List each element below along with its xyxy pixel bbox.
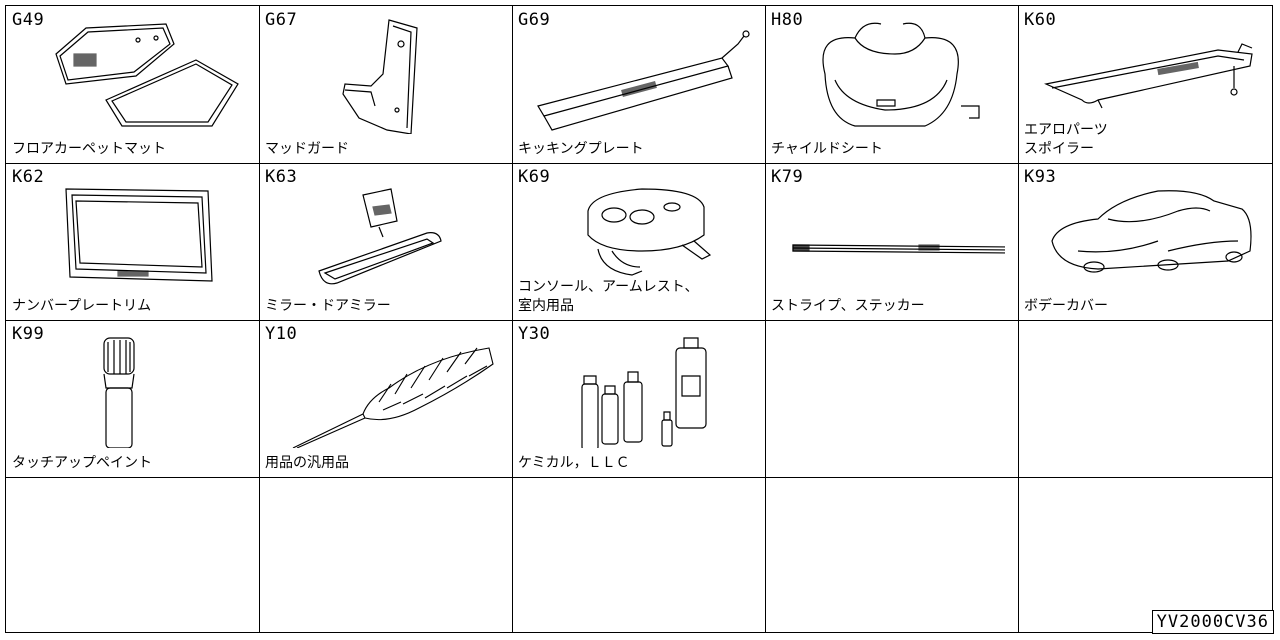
category-code: K63 <box>265 167 298 187</box>
kicking-plate-icon <box>532 14 752 134</box>
category-cell-g49[interactable]: G49 フロアカーペットマット <box>6 6 259 163</box>
body-cover-icon <box>1038 171 1258 291</box>
category-label: キッキングプレート <box>518 141 644 157</box>
category-label: ケミカル，ＬＬＣ <box>518 455 630 471</box>
category-code: Y10 <box>265 324 298 344</box>
category-label: ミラー・ドアミラー <box>265 298 391 314</box>
category-code: K79 <box>771 167 804 187</box>
grid-divider <box>512 6 513 632</box>
grid-divider <box>6 163 1272 164</box>
category-label: コンソール、アームレスト、 室内用品 <box>518 279 699 314</box>
category-cell-k60[interactable]: K60 エアロパーツ スポイラー <box>1018 6 1271 163</box>
console-icon <box>532 171 752 291</box>
category-code: H80 <box>771 10 804 30</box>
category-cell-k63[interactable]: K63 ミラー・ドアミラー <box>259 163 512 320</box>
child-seat-icon <box>785 14 1005 134</box>
parts-catalog-grid: G49 フロアカーペットマット G67 マッドガード <box>5 5 1273 633</box>
category-cell-k79[interactable]: K79 ストライプ、ステッカー <box>765 163 1018 320</box>
category-label: ストライプ、ステッカー <box>771 298 925 314</box>
category-cell-y10[interactable]: Y10 用品の汎用品 <box>259 320 512 477</box>
stripe-icon <box>785 171 1005 291</box>
category-code: Y30 <box>518 324 551 344</box>
category-label: マッドガード <box>265 141 349 157</box>
chemical-bottles-icon <box>532 328 752 448</box>
category-code: K62 <box>12 167 45 187</box>
category-code: G69 <box>518 10 551 30</box>
grid-divider <box>1018 6 1019 632</box>
duster-icon <box>279 328 499 448</box>
category-label: ボデーカバー <box>1024 298 1108 314</box>
category-cell-k99[interactable]: K99 タッチアップペイント <box>6 320 259 477</box>
spoiler-icon <box>1038 14 1258 134</box>
mud-guard-icon <box>279 14 499 134</box>
grid-divider <box>6 320 1272 321</box>
category-label: 用品の汎用品 <box>265 455 349 471</box>
category-code: K93 <box>1024 167 1057 187</box>
category-cell-k69[interactable]: K69 コンソール、アームレスト、 室内用品 <box>512 163 765 320</box>
touch-up-paint-icon <box>26 328 246 448</box>
category-label: フロアカーペットマット <box>12 141 166 157</box>
category-label: ナンバープレートリム <box>12 298 152 314</box>
license-plate-rim-icon <box>26 171 246 291</box>
rear-view-mirror-icon <box>279 171 499 291</box>
category-code: G49 <box>12 10 45 30</box>
category-cell-h80[interactable]: H80 チャイルドシート <box>765 6 1018 163</box>
category-label: タッチアップペイント <box>12 455 152 471</box>
grid-divider <box>259 6 260 632</box>
category-cell-g69[interactable]: G69 キッキングプレート <box>512 6 765 163</box>
category-code: K69 <box>518 167 551 187</box>
category-code: K99 <box>12 324 45 344</box>
category-code: K60 <box>1024 10 1057 30</box>
floor-mat-icon <box>26 14 246 134</box>
category-cell-k93[interactable]: K93 ボデーカバー <box>1018 163 1271 320</box>
category-label: チャイルドシート <box>771 141 883 157</box>
reference-code: YV2000CV36 <box>1151 610 1274 634</box>
category-code: G67 <box>265 10 298 30</box>
category-cell-k62[interactable]: K62 ナンバープレートリム <box>6 163 259 320</box>
category-cell-g67[interactable]: G67 マッドガード <box>259 6 512 163</box>
grid-divider <box>6 477 1272 478</box>
category-cell-y30[interactable]: Y30 ケミカル，ＬＬＣ <box>512 320 765 477</box>
category-label: エアロパーツ スポイラー <box>1024 122 1108 157</box>
grid-divider <box>765 6 766 632</box>
